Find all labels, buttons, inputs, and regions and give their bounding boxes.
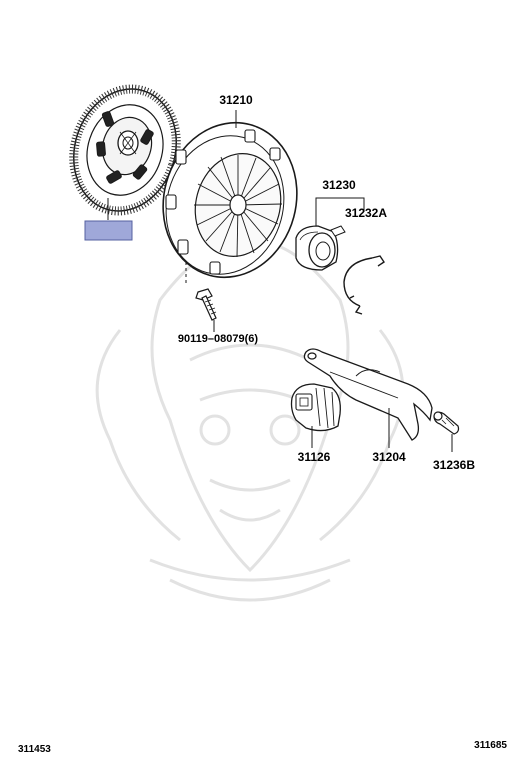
bolt-icon — [195, 288, 217, 321]
pressure-plate-icon — [162, 121, 298, 279]
label-fork-support: 31236B — [433, 458, 475, 472]
label-pressure-plate: 31210 — [219, 93, 253, 107]
label-fork-boot: 31126 — [298, 450, 331, 464]
label-release-fork: 31204 — [372, 450, 406, 464]
release-fork-icon — [303, 348, 433, 441]
fork-support-icon — [433, 411, 460, 435]
label-release-bearing: 31230 — [322, 178, 356, 192]
fork-boot-icon — [290, 383, 341, 432]
bracket-release-bearing — [315, 197, 365, 228]
label-bearing-clip: 31232A — [345, 206, 387, 220]
samurai-mask-watermark — [95, 223, 405, 602]
label-bolt: 90119–08079(6) — [178, 333, 258, 345]
footer-right-code: 311685 — [474, 740, 507, 751]
footer-left-code: 311453 — [18, 744, 51, 755]
release-bearing-icon — [295, 225, 346, 271]
bearing-clip-icon — [343, 255, 385, 315]
clutch-disc-part-box — [84, 220, 133, 241]
